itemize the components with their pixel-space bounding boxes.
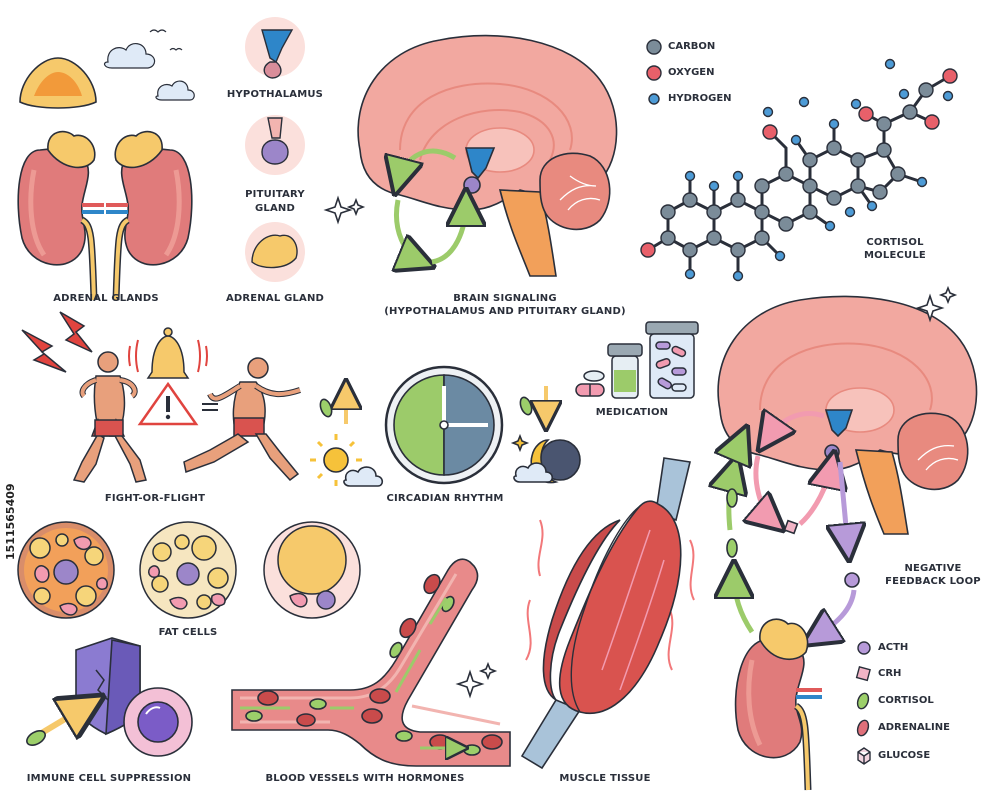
- cerebellum-icon: [539, 152, 611, 231]
- pill-bottle-icon: [645, 321, 699, 335]
- cortisol-molecule-label-line2: MOLECULE: [864, 250, 926, 261]
- crh-legend-label: CRH: [878, 668, 902, 679]
- tendon-bottom-icon: [520, 698, 582, 770]
- sparkle-icon: [510, 433, 530, 453]
- adrenal-gland-icon: [759, 618, 809, 660]
- cortisol-oval-icon: [319, 398, 333, 418]
- glucose-legend-icon: [857, 747, 871, 765]
- muscle-tissue-illustration: [520, 457, 695, 770]
- bird-icon: [169, 47, 183, 51]
- blood-vessels-label: BLOOD VESSELS WITH HORMONES: [265, 773, 465, 784]
- adrenaline-legend-icon: [856, 719, 870, 737]
- cortisol-oval-icon: [26, 729, 46, 747]
- oxygen-legend-icon: [646, 65, 662, 81]
- cortisol-molecule-label-line1: CORTISOL: [866, 237, 924, 248]
- glucose-legend-label: GLUCOSE: [878, 750, 931, 761]
- tendon-top-icon: [655, 457, 691, 522]
- carbon-legend-label: CARBON: [668, 41, 716, 52]
- alarm-bell-icon: [146, 335, 190, 379]
- hypothalamus-circle: [245, 17, 305, 79]
- brain-signaling-label-line1: BRAIN SIGNALING: [453, 293, 557, 304]
- carbon-legend-icon: [646, 39, 662, 55]
- lightning-icon: [59, 311, 93, 353]
- fat-cell-2: [139, 521, 237, 619]
- hydrogen-legend-label: HYDROGEN: [668, 93, 732, 104]
- brain-signaling-label-line2: (HYPOTHALAMUS AND PITUITARY GLAND): [384, 306, 626, 317]
- immune-cell-illustration: [26, 637, 193, 757]
- cortisol-legend-label: CORTISOL: [878, 695, 934, 706]
- negative-feedback-label-line1: NEGATIVE: [904, 563, 962, 574]
- cortisol-oval-icon: [726, 538, 738, 558]
- fighting-man-figure: [72, 351, 147, 483]
- adrenal-glands-illustration: [17, 57, 193, 301]
- oxygen-legend-label: OXYGEN: [668, 67, 715, 78]
- acth-legend-icon: [857, 641, 871, 655]
- atom-legend: [646, 39, 662, 105]
- cortisol-molecule-illustration: [640, 58, 958, 282]
- hormone-legend: [855, 641, 871, 765]
- circadian-rhythm-label: CIRCADIAN RHYTHM: [386, 493, 504, 504]
- fat-cells-label: FAT CELLS: [158, 627, 218, 638]
- fat-cells-illustration: [17, 521, 361, 619]
- sparkle-icon: [323, 195, 353, 225]
- crh-legend-icon: [855, 666, 871, 682]
- running-man-figure: [183, 357, 301, 482]
- cloud-icon: [103, 43, 156, 69]
- brain-signaling-illustration: [323, 34, 618, 277]
- fight-or-flight-illustration: [21, 311, 301, 483]
- sparkle-icon: [915, 293, 945, 323]
- immune-cell-label: IMMUNE CELL SUPPRESSION: [26, 773, 192, 784]
- sparkle-icon: [346, 197, 366, 217]
- sparkle-icon: [478, 661, 498, 681]
- cortisol-oval-icon: [519, 396, 533, 416]
- cloud-icon: [343, 466, 384, 487]
- pituitary-label-line1: PITUITARY: [245, 189, 305, 200]
- hydrogen-legend-icon: [648, 93, 660, 105]
- sparkle-icon: [455, 669, 485, 699]
- adrenaline-legend-label: ADRENALINE: [878, 722, 950, 733]
- hypothalamus-label: HYPOTHALAMUS: [226, 89, 324, 100]
- cloud-icon: [155, 80, 195, 101]
- acth-legend-label: ACTH: [878, 642, 909, 653]
- fat-cell-3: [263, 521, 361, 619]
- pituitary-circle: [245, 115, 305, 175]
- blood-vessels-illustration: [231, 558, 511, 766]
- pituitary-label-line2: GLAND: [255, 203, 295, 214]
- cloud-icon: [513, 462, 554, 483]
- muscle-icon: [558, 500, 682, 715]
- cerebellum-icon: [897, 412, 969, 491]
- circadian-rhythm-illustration: [310, 365, 581, 487]
- negative-feedback-label-line2: FEEDBACK LOOP: [885, 576, 981, 587]
- adrenal-gland-label: ADRENAL GLAND: [225, 293, 325, 304]
- adrenal-glands-label: ADRENAL GLANDS: [53, 293, 159, 304]
- acth-circle-icon: [844, 572, 860, 588]
- clouds-decoration: [103, 29, 195, 101]
- medication-illustration: [575, 321, 699, 399]
- crh-square-icon: [783, 519, 799, 535]
- fight-or-flight-label: FIGHT-OR-FLIGHT: [104, 493, 206, 504]
- negative-feedback-illustration: [718, 285, 978, 791]
- watermark-id: 1511565409: [4, 483, 17, 560]
- cortisol-oval-icon: [726, 488, 738, 508]
- adrenal-circle: [245, 222, 305, 282]
- lightning-icon: [21, 329, 67, 373]
- cortisol-legend-icon: [856, 692, 870, 710]
- sparkle-icon: [938, 285, 958, 305]
- muscle-tissue-label: MUSCLE TISSUE: [559, 773, 651, 784]
- bird-icon: [149, 29, 167, 33]
- fat-cell-1: [17, 521, 115, 619]
- medication-label: MEDICATION: [595, 407, 669, 418]
